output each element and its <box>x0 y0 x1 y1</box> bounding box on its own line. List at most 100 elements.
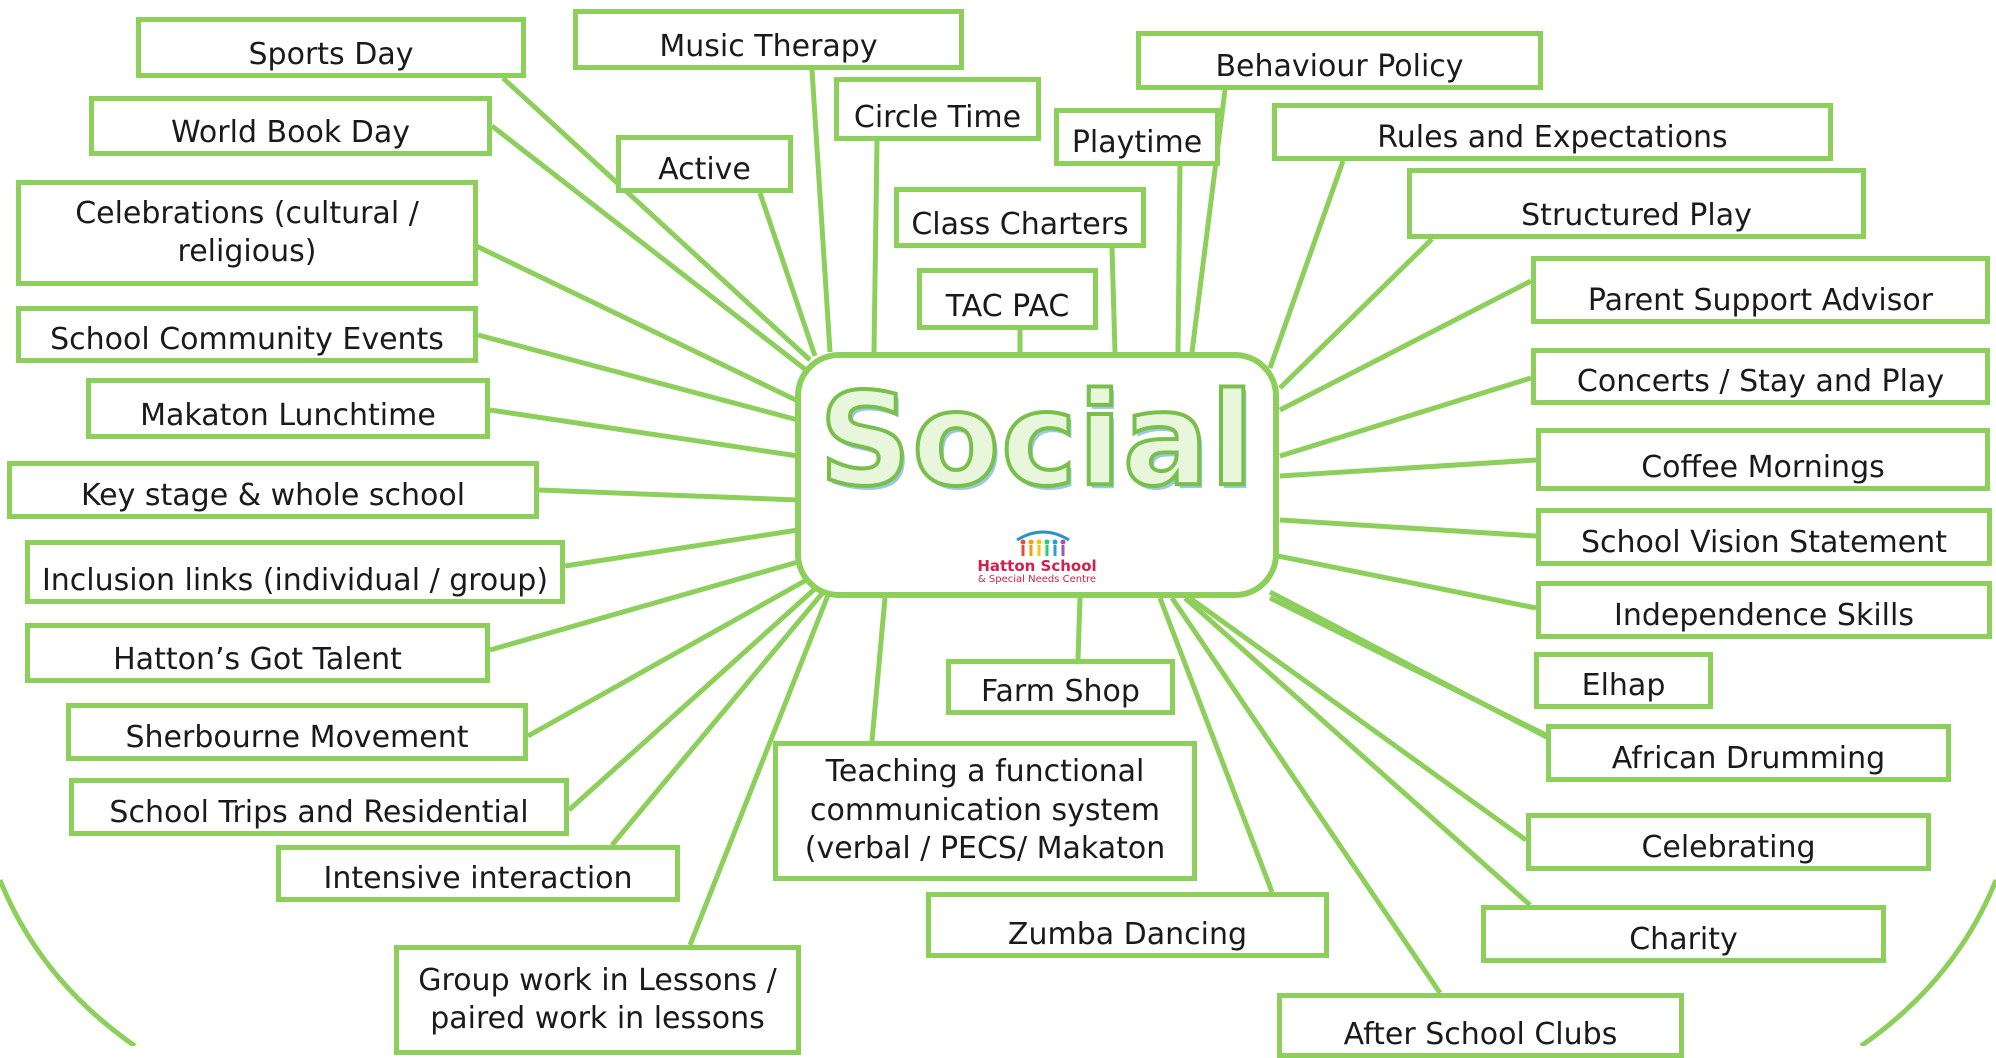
topic-label-line: Hatton’s Got Talent <box>113 641 402 677</box>
topic-label-line: Elhap <box>1581 667 1666 703</box>
logo-figure-head <box>1060 539 1066 545</box>
topic-text: African Drumming <box>1612 740 1885 778</box>
topic-label-line: Behaviour Policy <box>1215 48 1464 84</box>
topic-text: Structured Play <box>1521 197 1752 235</box>
topic-label-line: paired work in lessons <box>430 1001 765 1036</box>
connector-makaton-lunchtime <box>489 407 799 459</box>
topic-text: Active <box>658 151 751 189</box>
connector-school-trips-residential <box>567 584 820 812</box>
connector-african-drumming <box>1268 595 1548 738</box>
topic-label-line: Celebrating <box>1641 829 1816 865</box>
topic-rules-and-expectations: Rules and Expectations <box>1272 103 1833 161</box>
topic-tac-pac: TAC PAC <box>917 268 1098 330</box>
connector-zumba-dancing <box>1157 597 1275 893</box>
topic-label-line: Key stage & whole school <box>80 477 466 513</box>
connector-functional-communication <box>869 597 888 742</box>
topic-school-community-events: School Community Events <box>16 306 478 363</box>
topic-label-line: Rules and Expectations <box>1377 119 1728 155</box>
connector-structured-play <box>1278 237 1434 390</box>
topic-label-line: communication system <box>810 792 1160 828</box>
topic-text: Class Charters <box>911 206 1128 244</box>
topic-label-line: Coffee Mornings <box>1641 449 1885 485</box>
topic-text: Sports Day <box>249 36 414 74</box>
topic-text: School Community Events <box>50 321 444 359</box>
connector-inclusion-links <box>564 527 799 569</box>
topic-label-line: School Vision Statement <box>1580 524 1948 560</box>
logo-figure-head <box>1020 539 1026 545</box>
topic-playtime: Playtime <box>1054 108 1220 166</box>
topic-text: School Trips and Residential <box>109 794 528 832</box>
topic-label-line: After School Clubs <box>1343 1016 1618 1052</box>
topic-parent-support-advisor: Parent Support Advisor <box>1531 256 1990 324</box>
logo-figure-head <box>1036 539 1042 545</box>
connector-rules-and-expectations <box>1267 160 1346 369</box>
topic-text: School Vision Statement <box>1581 524 1947 562</box>
topic-text: Playtime <box>1072 124 1202 162</box>
topic-after-school-clubs: After School Clubs <box>1277 993 1684 1058</box>
logo-name: Hatton School <box>977 557 1097 575</box>
connector-group-work <box>687 589 833 946</box>
connector-celebrating <box>1188 595 1528 843</box>
logo-figure-head <box>1044 539 1050 545</box>
topic-text: Behaviour Policy <box>1215 48 1463 86</box>
topic-music-therapy: Music Therapy <box>573 9 964 70</box>
topic-intensive-interaction: Intensive interaction <box>276 845 680 902</box>
topic-inclusion-links: Inclusion links (individual / group) <box>25 540 565 604</box>
topic-label-line: School Community Events <box>50 321 444 357</box>
topic-celebrating: Celebrating <box>1526 813 1931 871</box>
topic-text: Celebrating <box>1641 829 1815 867</box>
connector-sports-day <box>501 76 812 362</box>
topic-key-stage-whole-school: Key stage & whole school <box>7 461 539 519</box>
connector-intensive-interaction <box>610 588 827 847</box>
connector-charity <box>1183 596 1532 907</box>
topic-text: Hatton’s Got Talent <box>113 641 402 679</box>
topic-class-charters: Class Charters <box>894 187 1146 248</box>
topic-label-line: Playtime <box>1071 124 1203 160</box>
topic-label-line: (verbal / PECS/ Makaton <box>804 831 1166 867</box>
topic-label-line: School Trips and Residential <box>109 794 529 830</box>
topic-label-line: Structured Play <box>1521 197 1752 233</box>
topic-makaton-lunchtime: Makaton Lunchtime <box>86 378 490 439</box>
topic-text: World Book Day <box>171 114 410 152</box>
connector-active <box>757 192 818 357</box>
topic-label-line: Class Charters <box>911 206 1129 242</box>
topic-label-line: Independence Skills <box>1614 597 1914 633</box>
connector-after-school-clubs <box>1169 596 1443 995</box>
topic-label-line: Intensive interaction <box>323 860 633 896</box>
topic-active: Active <box>616 135 793 193</box>
logo-figures-icon <box>1016 530 1070 556</box>
logo-figure-head <box>1052 539 1058 545</box>
topic-text: Rules and Expectations <box>1377 119 1727 157</box>
topic-label-line: Inclusion links (individual / group) <box>41 562 549 598</box>
connector-farm-shop <box>1075 597 1083 660</box>
central-title: Social <box>817 364 1256 517</box>
connector-world-book-day <box>490 124 808 372</box>
topic-text: Key stage & whole school <box>81 477 465 515</box>
outer-frame-left-arc <box>0 879 137 1046</box>
connector-playtime <box>1175 165 1183 353</box>
topic-behaviour-policy: Behaviour Policy <box>1136 31 1543 90</box>
topic-coffee-mornings: Coffee Mornings <box>1536 428 1990 491</box>
connector-class-charters <box>1109 247 1118 353</box>
connector-circle-time <box>871 140 880 353</box>
connector-hattons-got-talent <box>489 557 806 653</box>
topic-text: Parent Support Advisor <box>1588 282 1933 320</box>
topic-text: TAC PAC <box>946 288 1070 326</box>
connector-coffee-mornings <box>1279 457 1537 479</box>
topic-text: Celebrations (cultural /religious) <box>75 195 419 272</box>
connector-school-vision-statement <box>1279 517 1537 539</box>
topic-sports-day: Sports Day <box>136 17 526 78</box>
topic-label-line: Music Therapy <box>659 28 878 64</box>
topic-label-line: Group work in Lessons / <box>418 962 777 998</box>
topic-label-line: Concerts / Stay and Play <box>1576 363 1945 399</box>
outer-frame-right-arc <box>1859 879 1996 1046</box>
topic-text: Concerts / Stay and Play <box>1577 363 1944 401</box>
topic-text: After School Clubs <box>1344 1016 1618 1054</box>
topic-text: Group work in Lessons /paired work in le… <box>418 962 776 1039</box>
topic-text: Coffee Mornings <box>1641 449 1885 487</box>
topic-label-line: World Book Day <box>171 114 410 150</box>
connector-independence-skills <box>1277 553 1537 611</box>
topic-label-line: Charity <box>1629 921 1738 957</box>
